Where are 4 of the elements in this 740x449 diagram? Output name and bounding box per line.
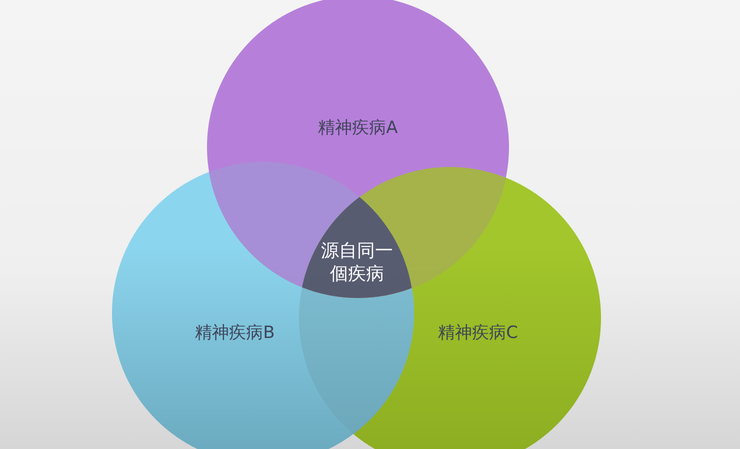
intersection-label: 源自同一個疾病	[320, 240, 394, 286]
circle-label: 精神疾病A	[318, 116, 398, 140]
circle-label: 精神疾病B	[195, 322, 275, 344]
circle-label: 精神疾病C	[438, 322, 518, 344]
